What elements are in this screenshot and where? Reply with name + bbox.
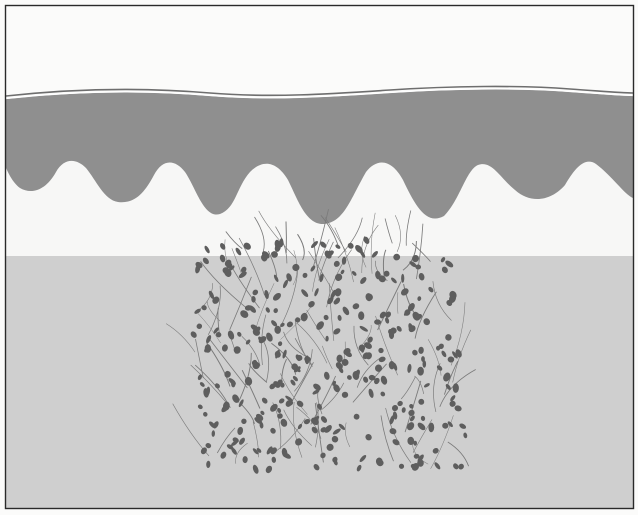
reticular-dermis-layer: [6, 255, 633, 508]
lesion-nucleus: [413, 441, 417, 446]
lesion-nucleus: [326, 336, 329, 342]
lesion-nucleus: [401, 274, 404, 283]
lesion-nucleus: [423, 360, 427, 368]
